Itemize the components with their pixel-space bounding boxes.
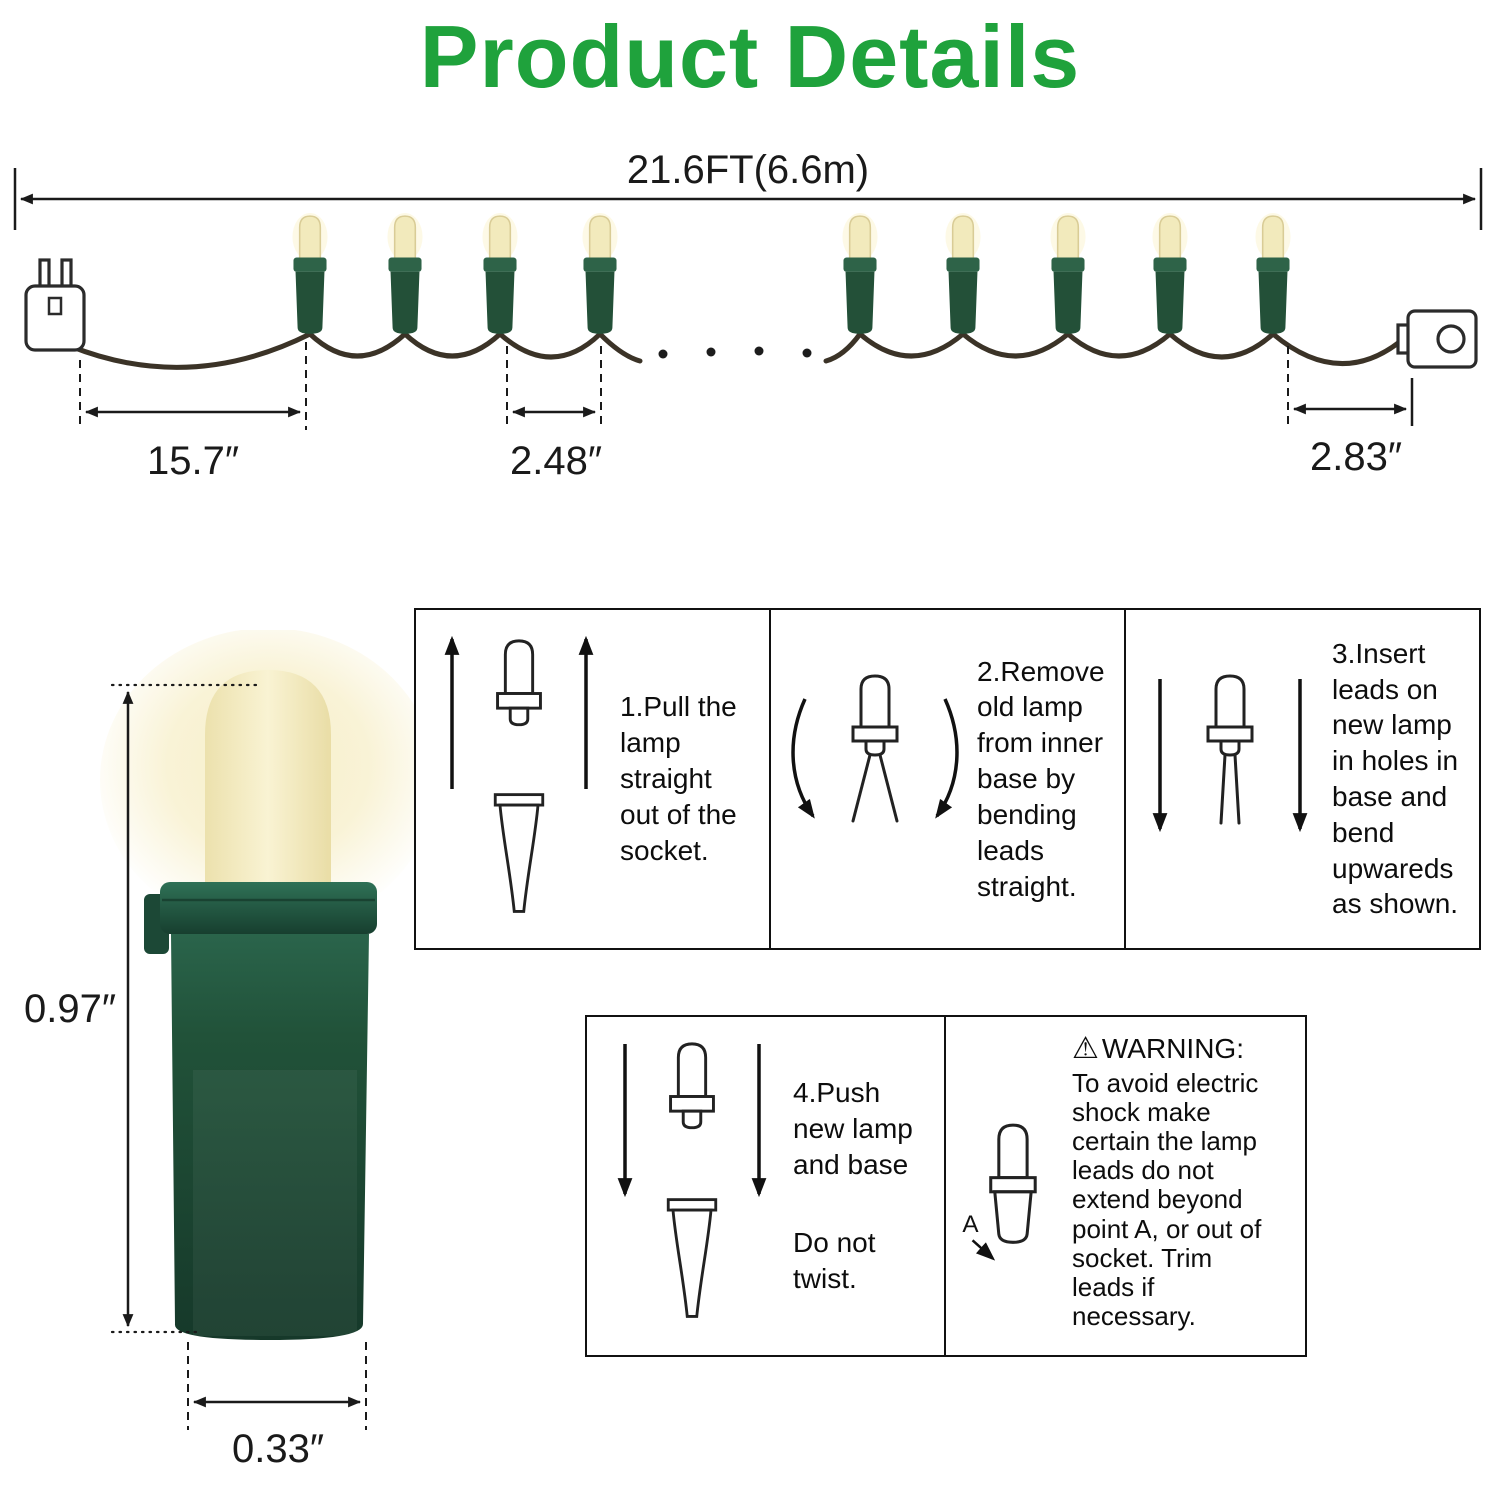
point-a-diagram: A xyxy=(962,1123,1037,1261)
warning-text-block: ⚠ WARNING: To avoid electric shock make … xyxy=(1072,1033,1278,1331)
lead-length-dimension: 15.7″ xyxy=(79,342,307,483)
bulb-height-dimension: 0.97″ xyxy=(24,683,264,1334)
bulb-width-label: 0.33″ xyxy=(232,1427,324,1471)
step-2-text: 2.Remove old lamp from inner base by ben… xyxy=(977,655,1105,902)
lead-length-label: 15.7″ xyxy=(147,439,239,483)
total-length-label: 21.6FT(6.6m) xyxy=(627,148,869,192)
warning-body: To avoid electric shock make certain the… xyxy=(1072,1068,1262,1331)
point-a-label: A xyxy=(962,1211,979,1238)
instruction-row-bottom: 4.Push new lamp and base Do not twist. A… xyxy=(585,1015,1307,1357)
mini-bulb xyxy=(841,212,879,335)
curved-arrow-icon xyxy=(935,698,959,819)
bulb-lamp xyxy=(205,670,331,890)
warning-box: A ⚠ WARNING: To avoid electric shock mak… xyxy=(944,1015,1307,1357)
mini-bulb xyxy=(1254,212,1292,335)
mini-bulb xyxy=(1049,212,1087,335)
step-1-text: 1.Pull the lamp straight out of the sock… xyxy=(620,691,737,866)
ellipsis-dots xyxy=(658,346,812,359)
instruction-row-top: 1.Pull the lamp straight out of the sock… xyxy=(414,608,1481,950)
power-plug-icon xyxy=(24,258,86,352)
step-4-line-2: Do not twist. xyxy=(793,1226,876,1294)
end-length-dimension: 2.83″ xyxy=(1287,346,1414,479)
lamp-icon xyxy=(496,639,542,727)
light-string-diagram: 21.6FT(6.6m) 15.7″ xyxy=(13,148,1483,483)
mini-bulb xyxy=(1151,212,1189,335)
total-length-dimension: 21.6FT(6.6m) xyxy=(13,148,1483,230)
step-4-text: 4.Push new lamp and base Do not twist. xyxy=(793,1075,928,1296)
bulb-detail-diagram: 0.97″ 0.33″ xyxy=(24,630,436,1471)
point-a-arrow-icon xyxy=(971,1239,996,1261)
remove-lamp-diagram xyxy=(791,674,959,823)
mini-bulb xyxy=(386,212,424,335)
page-title: Product Details xyxy=(419,7,1081,106)
pull-lamp-diagram xyxy=(444,635,594,913)
step-3-text: 3.Insert leads on new lamp in holes in b… xyxy=(1332,637,1459,920)
string-wire xyxy=(823,330,1405,367)
mini-bulbs xyxy=(291,212,1292,335)
insert-leads-diagram xyxy=(1152,674,1308,833)
string-wire xyxy=(67,330,643,370)
socket-panel-highlight xyxy=(193,1070,357,1336)
push-lamp-diagram xyxy=(617,1042,767,1318)
warning-icon: ⚠ xyxy=(1072,1032,1099,1065)
curved-arrow-icon xyxy=(791,698,815,819)
lamp-with-leads-icon xyxy=(1206,674,1254,825)
lamp-base-icon xyxy=(493,793,545,913)
instruction-box-4: 4.Push new lamp and base Do not twist. xyxy=(585,1015,946,1357)
instruction-box-2: 2.Remove old lamp from inner base by ben… xyxy=(769,608,1126,950)
bulb-height-label: 0.97″ xyxy=(24,987,116,1031)
bulb-spacing-dimension: 2.48″ xyxy=(506,346,602,483)
instruction-box-1: 1.Pull the lamp straight out of the sock… xyxy=(414,608,771,950)
end-length-label: 2.83″ xyxy=(1310,435,1402,479)
end-connector-icon xyxy=(1396,309,1478,369)
socket-body xyxy=(171,934,369,1340)
lamp-base-icon xyxy=(666,1198,718,1318)
lamp-with-leads-icon xyxy=(851,674,899,823)
mini-bulb xyxy=(581,212,619,335)
mini-bulb xyxy=(944,212,982,335)
warning-label: WARNING: xyxy=(1101,1033,1244,1064)
instruction-box-3: 3.Insert leads on new lamp in holes in b… xyxy=(1124,608,1481,950)
lamp-icon xyxy=(669,1042,715,1130)
seated-lamp-icon xyxy=(989,1123,1037,1244)
warning-heading: ⚠ WARNING: xyxy=(1072,1033,1268,1065)
mini-bulb xyxy=(291,212,329,335)
step-4-line-1: 4.Push new lamp and base xyxy=(793,1077,913,1181)
socket-collar xyxy=(160,882,377,934)
mini-bulb xyxy=(481,212,519,335)
bulb-spacing-label: 2.48″ xyxy=(510,439,602,483)
bulb-width-dimension: 0.33″ xyxy=(187,1342,367,1471)
